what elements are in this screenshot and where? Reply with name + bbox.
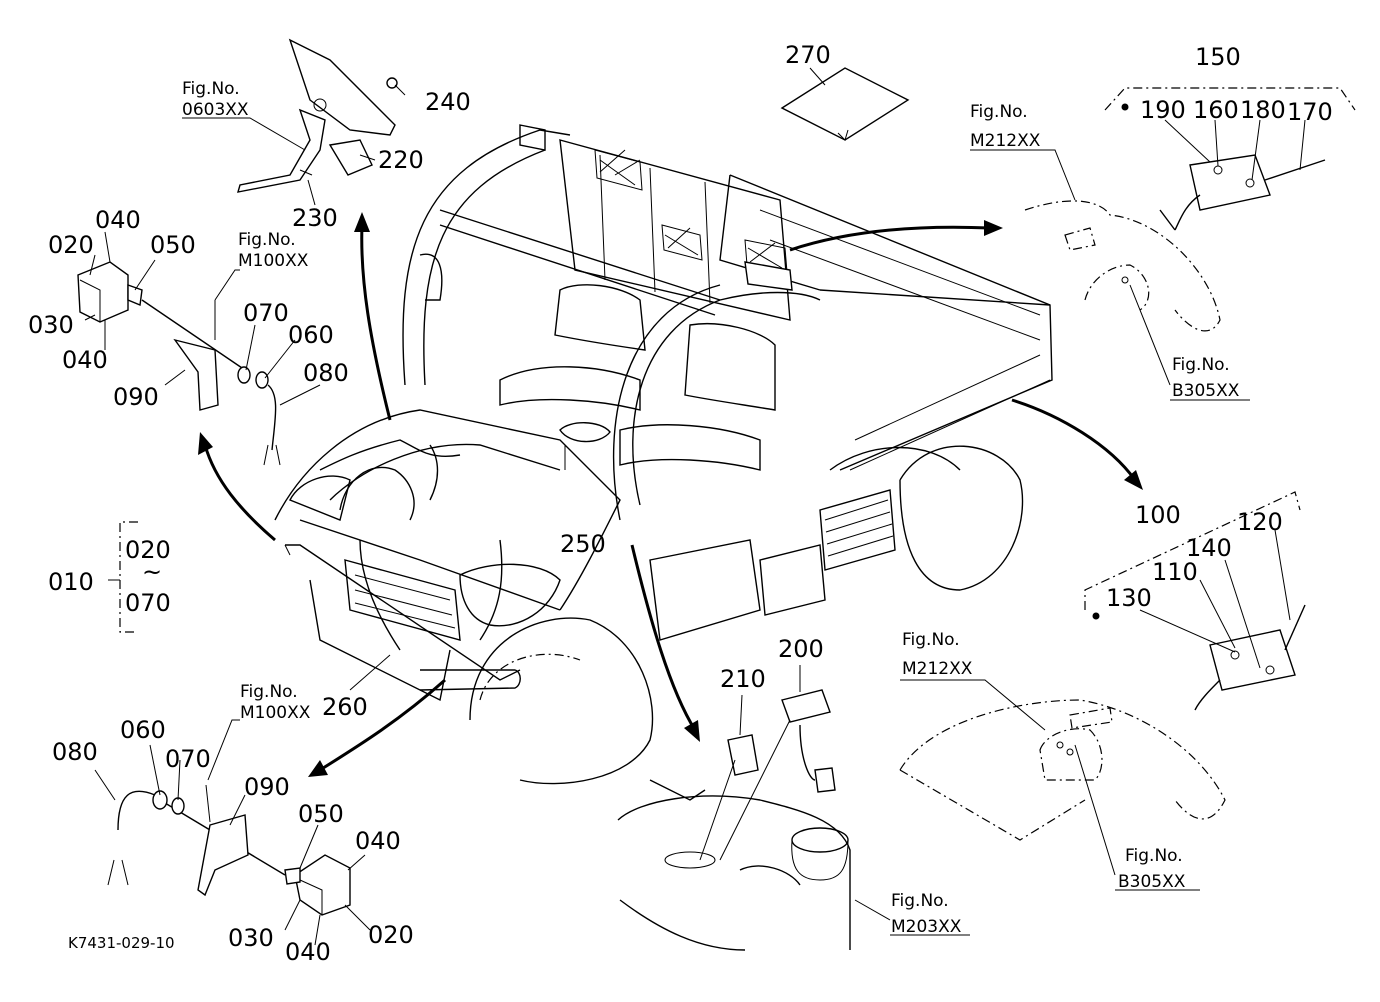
part-110: 110: [1152, 558, 1198, 586]
part-220: 220: [378, 146, 424, 174]
assembly-010-callout: 010 020 ~ 070: [48, 536, 171, 617]
fig-ref-top-left-code: 0603XX: [182, 100, 249, 120]
fender-lower: [899, 699, 1226, 841]
fig-ref-top-left-label: Fig.No.: [182, 79, 240, 99]
part-260: 260: [322, 693, 368, 721]
fig-ref-left-upper-label: Fig.No.: [238, 230, 296, 250]
fig-ref-rear-upper-fender-code: M212XX: [970, 131, 1041, 151]
switch-210: [727, 734, 759, 776]
assembly-010-tilde: ~: [142, 558, 162, 586]
part-190: 190: [1140, 96, 1186, 124]
part-240: 240: [425, 88, 471, 116]
part-180: 180: [1240, 96, 1286, 124]
switch-220: [328, 139, 373, 176]
front-grille: [344, 559, 461, 641]
part-080-lower: 080: [52, 738, 98, 766]
fig-ref-dash-code: M203XX: [891, 917, 962, 937]
direction-arrows: [198, 212, 1143, 777]
leader-lines: [84, 67, 1306, 946]
assembly-010-from: 020: [125, 536, 171, 564]
tail-lamp-lower: [1194, 604, 1306, 711]
front-lamp-upper: [77, 261, 281, 466]
label-sheet: [780, 67, 910, 141]
utility-vehicle-drawing: [274, 124, 1053, 785]
part-100: 100: [1135, 501, 1181, 529]
part-040-lower-top: 040: [355, 827, 401, 855]
fig-ref-rear-upper-fender-label: Fig.No.: [970, 102, 1028, 122]
part-050-lower: 050: [298, 800, 344, 828]
part-250: 250: [560, 530, 606, 558]
part-060-lower: 060: [120, 716, 166, 744]
fig-ref-rear-lower-body-code: B305XX: [1118, 872, 1186, 892]
part-070-upper: 070: [243, 299, 289, 327]
fig-ref-left-lower-code: M100XX: [240, 703, 311, 723]
part-090-lower: 090: [244, 773, 290, 801]
fig-ref-dash-label: Fig.No.: [891, 891, 949, 911]
part-200: 200: [778, 635, 824, 663]
assembly-010-to: 070: [125, 589, 171, 617]
part-090-upper: 090: [113, 383, 159, 411]
part-040-lower-bottom: 040: [285, 938, 331, 966]
part-040-upper-bottom: 040: [62, 346, 108, 374]
part-230: 230: [292, 204, 338, 232]
figure-code: K7431-029-10: [68, 934, 175, 952]
top-bracket-assembly: [237, 38, 398, 193]
fig-ref-rear-lower-body-label: Fig.No.: [1125, 846, 1183, 866]
fig-references: Fig.No. 0603XX Fig.No. M100XX Fig.No. M1…: [182, 79, 1240, 937]
part-210: 210: [720, 665, 766, 693]
fig-ref-rear-upper-body-code: B305XX: [1172, 381, 1240, 401]
side-vent: [819, 489, 896, 571]
bracket-090-lower: [197, 814, 249, 897]
tail-lamp-upper: [1159, 154, 1326, 231]
front-lamp-lower: [107, 784, 351, 916]
part-120: 120: [1237, 508, 1283, 536]
part-170: 170: [1287, 98, 1333, 126]
fig-ref-rear-lower-fender-label: Fig.No.: [902, 630, 960, 650]
part-080-upper: 080: [303, 359, 349, 387]
fig-ref-left-lower-label: Fig.No.: [240, 682, 298, 702]
part-030-lower: 030: [228, 924, 274, 952]
mesh-panel: [594, 149, 788, 273]
part-130: 130: [1106, 584, 1152, 612]
fig-ref-rear-lower-fender-code: M212XX: [902, 659, 973, 679]
part-070-lower: 070: [165, 745, 211, 773]
dash-switches: [617, 689, 851, 951]
assembly-010-number: 010: [48, 568, 94, 596]
part-040-upper-top: 040: [95, 206, 141, 234]
part-050-upper: 050: [150, 231, 196, 259]
part-060-upper: 060: [288, 321, 334, 349]
screw-230: [299, 169, 313, 176]
part-020-upper: 020: [48, 231, 94, 259]
socket-200: [781, 689, 831, 723]
bracket-090-upper: [173, 338, 219, 411]
part-numbers: 020 040 050 030 040 070 060 080 090 080 …: [28, 41, 1333, 966]
part-020-lower: 020: [368, 921, 414, 949]
fig-ref-rear-upper-body-label: Fig.No.: [1172, 355, 1230, 375]
fender-upper: [1024, 200, 1221, 332]
part-140: 140: [1186, 534, 1232, 562]
part-160: 160: [1193, 96, 1239, 124]
nut-240: [386, 77, 398, 89]
part-270: 270: [785, 41, 831, 69]
fig-ref-left-upper-code: M100XX: [238, 251, 309, 271]
part-150: 150: [1195, 43, 1241, 71]
assembly-brackets: [108, 87, 1356, 633]
part-030-upper: 030: [28, 311, 74, 339]
